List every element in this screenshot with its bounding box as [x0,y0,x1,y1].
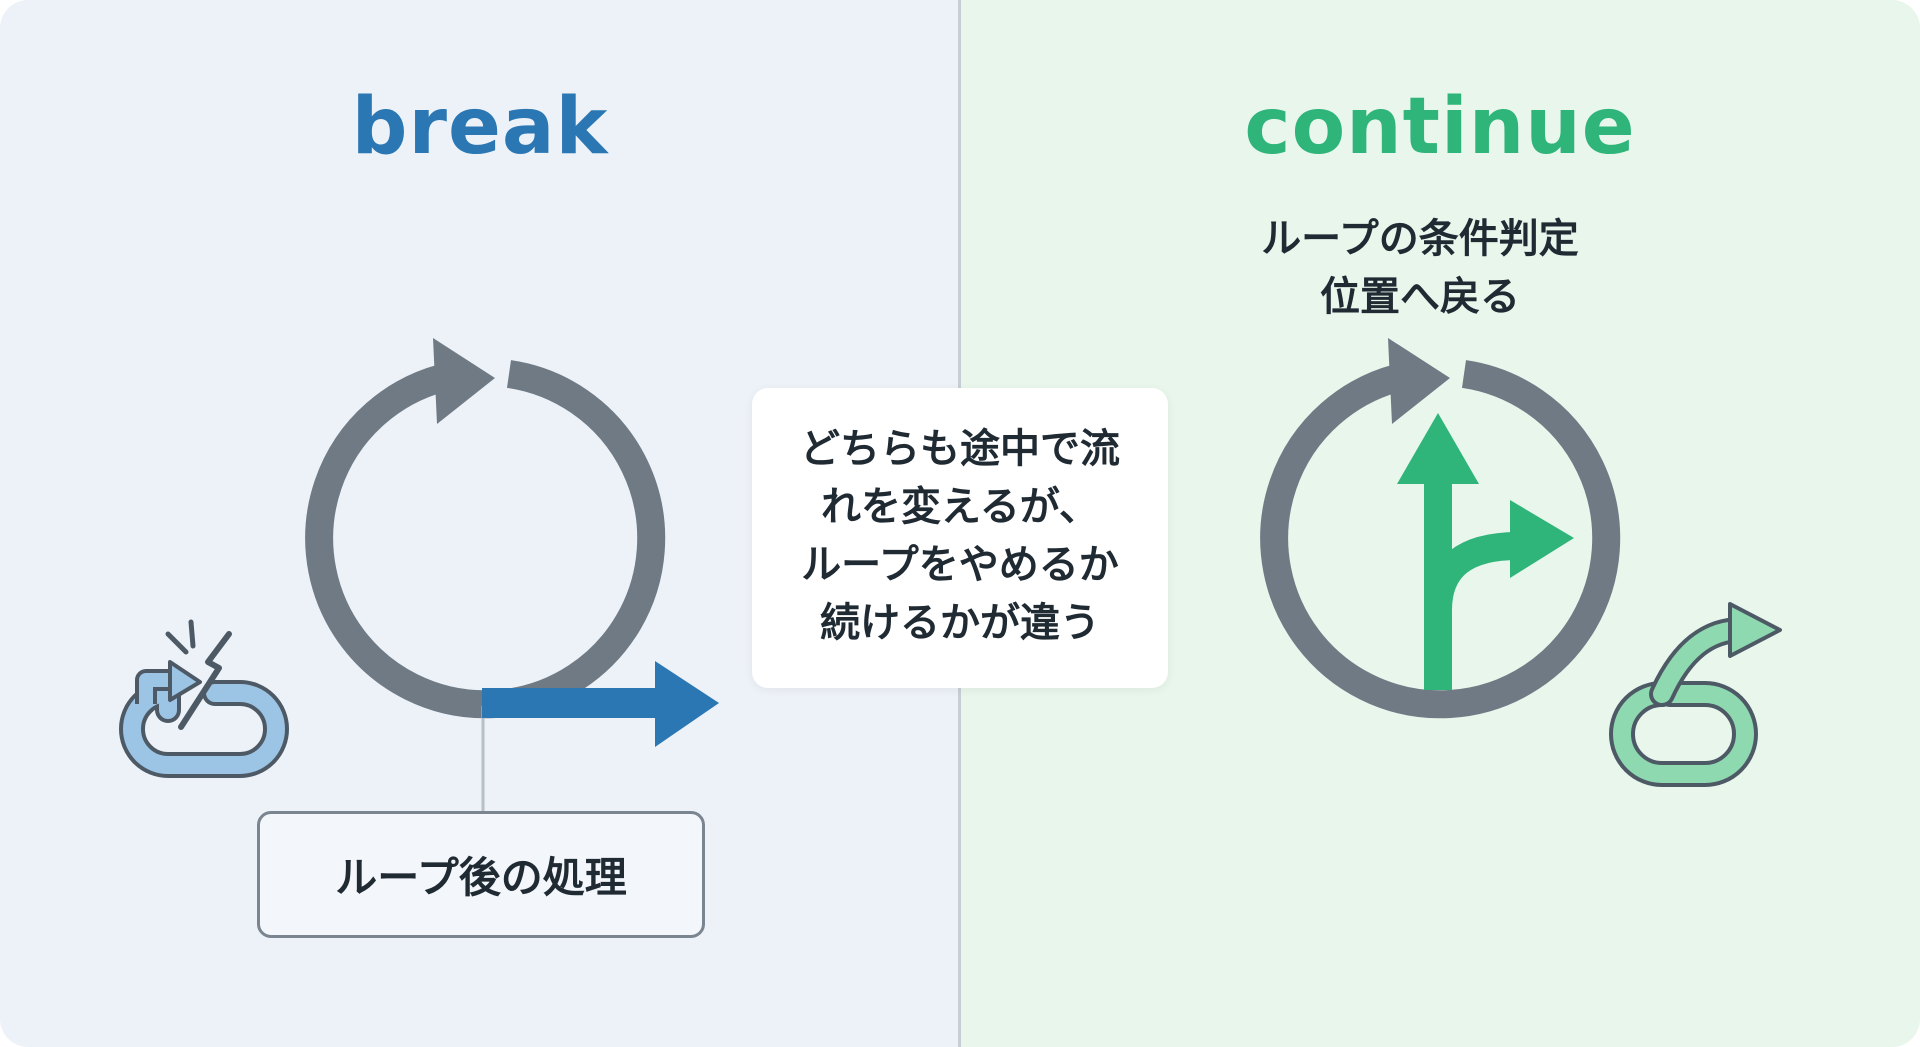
condition-line-2: 位置へ戻る [1320,274,1520,320]
continue-branch-arrows [1397,413,1574,690]
break-title: break [351,82,609,172]
after-loop-label: ループ後の処理 [335,853,627,902]
break-exit-arrow [482,661,719,747]
continue-loop-arrowhead [1388,338,1450,424]
after-loop-box: ループ後の処理 [257,811,705,938]
summary-text: どちらも途中で流 れを変えるが、 ループをやめるか 続けるかが違う [770,420,1150,652]
up-arrowhead [1397,413,1479,484]
summary-line-2: れを変えるが、 [821,484,1099,530]
summary-line-3: ループをやめるか [801,542,1119,588]
summary-card [752,388,1168,688]
summary-line-1: どちらも途中で流 [800,426,1120,472]
right-arrowhead [1510,500,1574,578]
summary-line-4: 続けるかが違う [820,600,1100,646]
condition-check-label: ループの条件判定 位置へ戻る [1180,210,1660,326]
condition-line-1: ループの条件判定 [1261,216,1579,262]
continue-title: continue [1244,82,1636,172]
break-loop-circle [305,338,666,719]
continue-loop-circle [1260,338,1621,719]
loop-continue-icon [1609,602,1782,787]
broken-loop-icon [119,619,289,778]
break-loop-arrowhead [433,338,495,424]
